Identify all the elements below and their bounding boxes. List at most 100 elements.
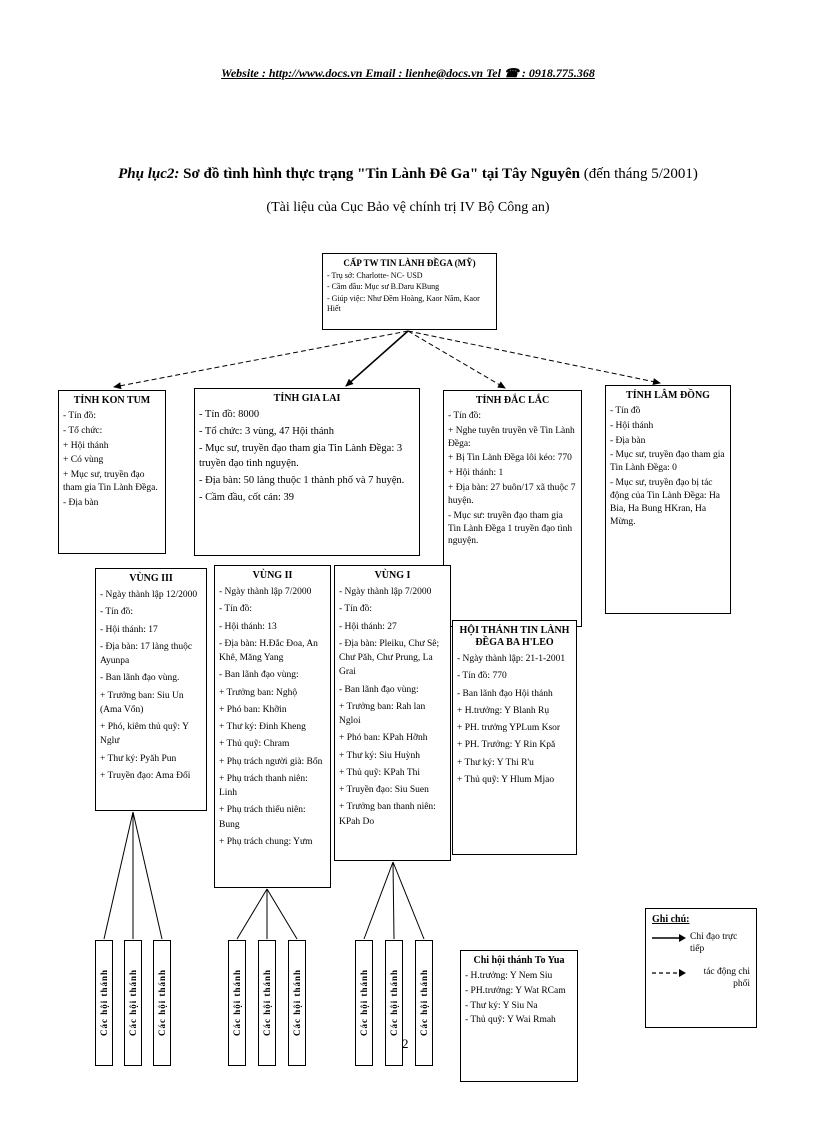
org-box-body: - Trụ sở: Charlotte- NC- USD - Cầm đầu: M… <box>327 271 492 315</box>
connector-line-vung1-leaf1 <box>363 861 394 940</box>
leaf-label: Các hội thánh <box>232 969 242 1037</box>
solid-arrow-icon <box>652 934 686 942</box>
org-box-title: TỈNH KON TUM <box>73 395 151 406</box>
text-line: - Địa bàn: 50 làng thuộc 1 thành phố và … <box>199 474 405 486</box>
org-box-body: - Ngày thành lập 7/2000- Tín đồ:- Hội th… <box>219 585 326 849</box>
text-line: - Trụ sở: Charlotte- NC- USD <box>327 270 423 280</box>
legend-item-direct: Chỉ đạo trực tiếp <box>652 931 750 956</box>
org-box-body: - Tín đồ:+ Nghe tuyên truyền về Tin Lành… <box>448 410 577 548</box>
leaf-box-hoi-thanh: Các hội thánh <box>153 940 171 1066</box>
title-date-suffix: (đến tháng 5/2001) <box>583 166 698 182</box>
text-line: - Mục sư, truyền đạo tham gia Tin Lành Đ… <box>199 443 403 469</box>
text-line: + Phó ban: KPah Hỡnh <box>339 733 428 744</box>
text-line: - Hội thánh: 17 <box>100 624 158 635</box>
text-line: - Thư ký: Y Siu Na <box>465 1000 538 1011</box>
leaf-box-hoi-thanh: Các hội thánh <box>385 940 403 1066</box>
org-box-title: VÙNG II <box>252 570 293 581</box>
text-line: + Bị Tin Lành Đềga lôi kéo: 770 <box>448 453 572 464</box>
org-box-region-vung3: VÙNG III - Ngày thành lập 12/2000- Tín đ… <box>95 568 207 811</box>
text-line: + Địa bàn: 27 buôn/17 xã thuộc 7 huyện. <box>448 483 576 506</box>
text-line: + Trưởng ban: Nghộ <box>219 687 298 698</box>
text-line: - Cầm đầu: Mục sư B.Daru KBung <box>327 282 440 292</box>
org-box-body: - Ngày thành lập 12/2000- Tín đồ:- Hội t… <box>100 588 202 783</box>
leaf-label: Các hội thánh <box>359 969 369 1037</box>
text-line: + Trưởng ban: Siu Un (Ama Vổn) <box>100 690 184 715</box>
org-box-body: - Tín đồ- Hội thánh- Địa bàn- Mục sư, tr… <box>610 405 726 528</box>
text-line: - Địa bàn <box>63 497 99 508</box>
legend-label: Chỉ đạo trực tiếp <box>690 932 738 955</box>
text-line: + Phó ban: Khỡin <box>219 704 287 715</box>
org-box-body: - H.trưởng: Y Nem Siu - PH.trưởng: Y Wat … <box>465 970 573 1027</box>
text-line: + PH. trưởng YPLum Ksor <box>457 723 561 733</box>
legend-title: Ghi chú: <box>652 914 690 925</box>
text-line: + Phụ trách người già: Bổn <box>219 756 323 767</box>
text-line: + Phụ trách chung: Yưm <box>219 836 313 847</box>
leaf-label: Các hội thánh <box>389 969 399 1037</box>
leaf-box-hoi-thanh: Các hội thánh <box>355 940 373 1066</box>
text-line: - Tín đồ: 770 <box>457 671 507 682</box>
text-line: - Địa bàn: H.Đắc Đoa, An Khê, Măng Yang <box>219 638 318 663</box>
leaf-box-hoi-thanh: Các hội thánh <box>124 940 142 1066</box>
text-line: - Địa bàn: 17 làng thuộc Ayunpa <box>100 641 193 666</box>
text-line: - Mục sư, truyền đạo tham gia Tin Lành Đ… <box>610 450 725 474</box>
org-box-body: - Ngày thành lập 7/2000- Tín đồ:- Hội th… <box>339 585 446 829</box>
text-line: - Ban lãnh đạo vùng: <box>219 670 299 681</box>
org-box-title: TỈNH ĐẮC LẮC <box>475 395 550 406</box>
text-line: + Phó, kiêm thủ quỹ: Y Nglư <box>100 722 189 747</box>
text-line: + Thư ký: Pyăh Pun <box>100 753 177 764</box>
text-line: + PH. Trưởng: Y Rin Kpă <box>457 740 556 751</box>
text-line: - Tín đồ: <box>448 411 482 421</box>
text-line: - Ban lãnh đạo Hội thánh <box>457 688 553 699</box>
leaf-box-hoi-thanh: Các hội thánh <box>415 940 433 1066</box>
legend-box: Ghi chú: Chỉ đạo trực tiếp tác động chi … <box>645 908 757 1028</box>
leaf-box-hoi-thanh: Các hội thánh <box>95 940 113 1066</box>
leaf-label: Các hội thánh <box>128 969 138 1037</box>
connector-line-vung2-leaf1 <box>236 888 268 940</box>
text-line: - Tổ chức: 3 vùng, 47 Hội thánh <box>199 426 334 438</box>
org-box-title: VÙNG I <box>374 570 411 581</box>
leaf-box-hoi-thanh: Các hội thánh <box>258 940 276 1066</box>
text-line: - Mục sư: truyền đạo tham gia Tin Lành Đ… <box>448 510 573 547</box>
text-line: + Hội thánh <box>63 440 109 451</box>
text-line: + Thư ký: Siu Huỳnh <box>339 750 421 761</box>
org-box-body: - Tín đồ:- Tổ chức:+ Hội thánh+ Có vùng+… <box>63 410 161 510</box>
text-line: - Tổ chức: <box>63 425 103 436</box>
text-line: - Ngày thành lập 7/2000 <box>339 587 432 597</box>
text-line: - H.trưởng: Y Nem Siu <box>465 971 553 981</box>
org-box-title: Chi hội thánh To Yua <box>473 955 565 966</box>
text-line: - Ban lãnh đạo vùng: <box>339 684 419 695</box>
connector-line-root-daclac <box>407 330 506 389</box>
text-line: + Trưởng ban thanh niên: KPah Do <box>339 802 436 827</box>
org-box-chi-hoi-to-yua: Chi hội thánh To Yua - H.trưởng: Y Nem S… <box>460 950 578 1082</box>
text-line: - Tín đồ: <box>339 604 373 615</box>
org-box-title: VÙNG III <box>129 573 173 584</box>
text-line: + H.trưởng: Y Blanh Rụ <box>457 705 550 716</box>
text-line: - Tín đồ: <box>100 607 134 618</box>
title-main: Sơ đồ tình hình thực trạng "Tin Lành Đê … <box>183 166 584 182</box>
org-box-province-daclac: TỈNH ĐẮC LẮC - Tín đồ:+ Nghe tuyên truyề… <box>443 390 582 627</box>
org-box-province-gialai: TỈNH GIA LAI - Tín đồ: 8000- Tổ chức: 3 … <box>194 388 420 556</box>
org-box-title: TỈNH LÂM ĐỒNG <box>626 390 710 401</box>
org-box-body: - Tín đồ: 8000- Tổ chức: 3 vùng, 47 Hội … <box>199 408 415 505</box>
org-box-title: HỘI THÁNH TIN LÀNH ĐỀGA BA H'LEO <box>459 625 570 648</box>
text-line: - Tín đồ: <box>63 411 97 421</box>
text-line: + Có vùng <box>63 455 104 466</box>
org-box-title: TỈNH GIA LAI <box>273 393 341 404</box>
text-line: + Trưởng ban: Rah lan Ngloi <box>339 701 426 726</box>
connector-line-root-gialai <box>345 330 409 387</box>
leaf-label: Các hội thánh <box>262 969 272 1037</box>
page-subtitle: (Tài liệu của Cục Bảo vệ chính trị IV Bộ… <box>266 200 550 215</box>
connector-line-vung2-leaf3 <box>266 888 298 940</box>
text-line: + Truyền đạo: Siu Suen <box>339 785 429 795</box>
connector-line-vung3-leaf1 <box>103 811 134 940</box>
text-line: - Hội thánh <box>610 420 654 431</box>
leaf-label: Các hội thánh <box>419 969 429 1037</box>
text-line: - PH.trưởng: Y Wat RCam <box>465 985 566 996</box>
org-box-region-vung2: VÙNG II - Ngày thành lập 7/2000- Tín đồ:… <box>214 565 331 888</box>
text-line: - Thủ quỹ: Y Wai Rmah <box>465 1015 556 1026</box>
org-box-province-kontum: TỈNH KON TUM - Tín đồ: - Tổ chức: + Hội th… <box>58 390 166 554</box>
dashed-arrow-icon <box>652 968 686 977</box>
org-box-body: - Ngày thành lập: 21-1-2001- Tín đồ: 770… <box>457 652 572 787</box>
text-line: + Thủ quỹ: Chram <box>219 739 290 750</box>
